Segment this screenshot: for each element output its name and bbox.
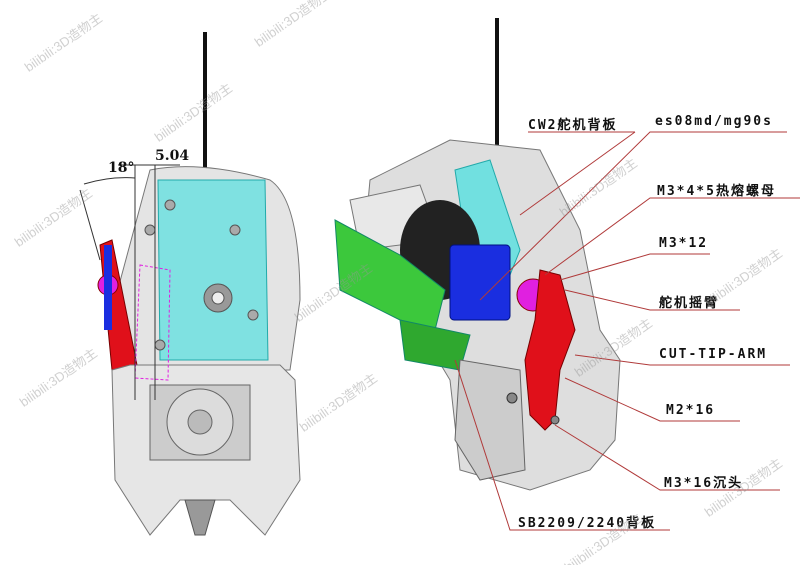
label-cw2-servo-backplate: CW2舵机背板: [528, 118, 618, 133]
label-servo-model: es08md/mg90s: [655, 114, 773, 129]
label-heatset-nut: M3*4*5热熔螺母: [657, 184, 776, 199]
servo-backplate-left: [157, 179, 269, 361]
left-front-view: [79, 32, 301, 536]
leader-lines: [454, 131, 800, 531]
servo-left: [104, 245, 112, 330]
label-cut-tip-arm: CUT-TIP-ARM: [659, 347, 768, 362]
nozzle: [184, 499, 216, 536]
angle-dimension: 18°: [108, 160, 135, 176]
label-sb-backplate: SB2209/2240背板: [518, 516, 657, 531]
label-m2x16: M2*16: [666, 403, 716, 418]
offset-dimension: 5.04: [155, 148, 190, 164]
right-iso-view: [334, 18, 621, 491]
servo-right: [449, 244, 511, 321]
heatsink: [454, 359, 526, 481]
label-m3x16-countersunk: M3*16沉头: [664, 476, 744, 491]
label-m3x12: M3*12: [659, 236, 709, 251]
label-servo-horn: 舵机摇臂: [659, 296, 720, 311]
cut-tip-arm-right: [524, 269, 576, 431]
